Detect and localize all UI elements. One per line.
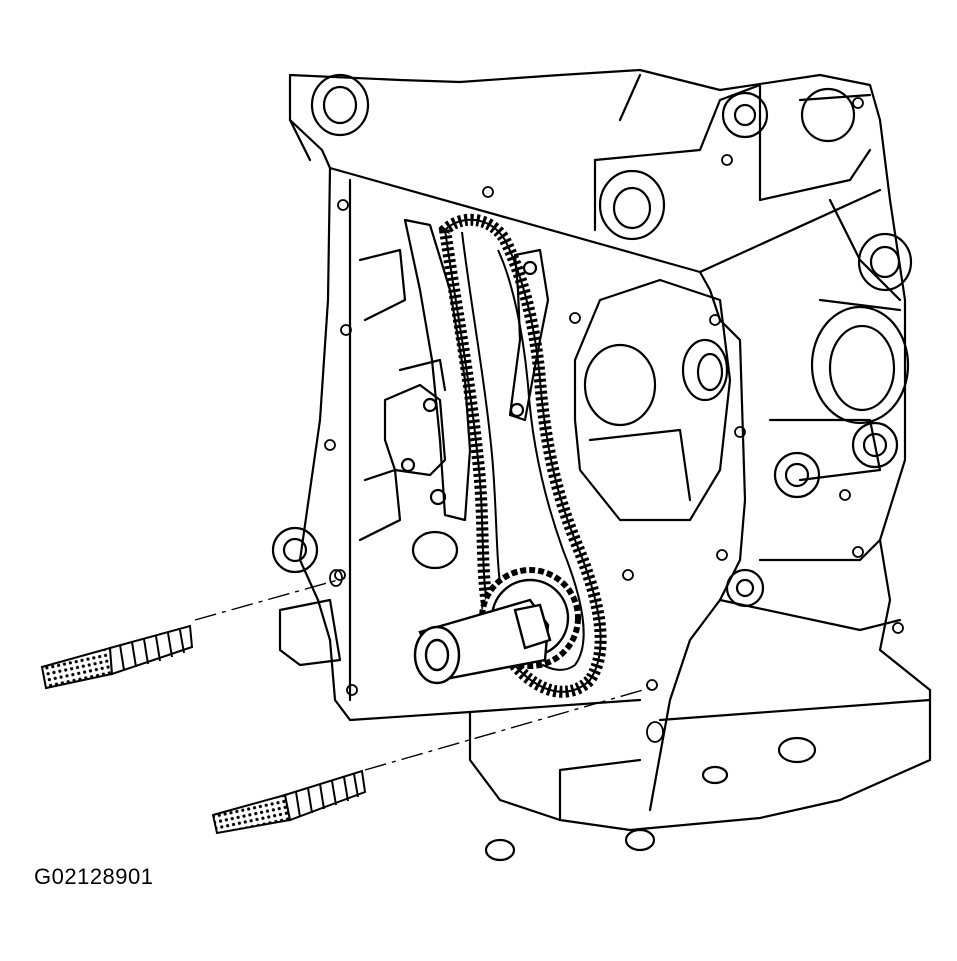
dowel-pin-lower (211, 687, 651, 835)
chain-guide-left (403, 218, 472, 522)
engine-block (288, 68, 932, 832)
timing-chain (438, 213, 607, 698)
crank-sprocket (413, 567, 581, 685)
crank-boss-left (271, 526, 459, 667)
flange-bolt-holes (324, 97, 904, 696)
chain-guide-right (508, 248, 550, 422)
dowel-pin-upper (40, 577, 346, 690)
dowel-holes (329, 569, 664, 743)
chain-tensioner (383, 358, 447, 477)
oil-pump-housing (573, 278, 732, 522)
block-bosses (310, 73, 913, 862)
figure-code: G02128901 (34, 864, 154, 889)
